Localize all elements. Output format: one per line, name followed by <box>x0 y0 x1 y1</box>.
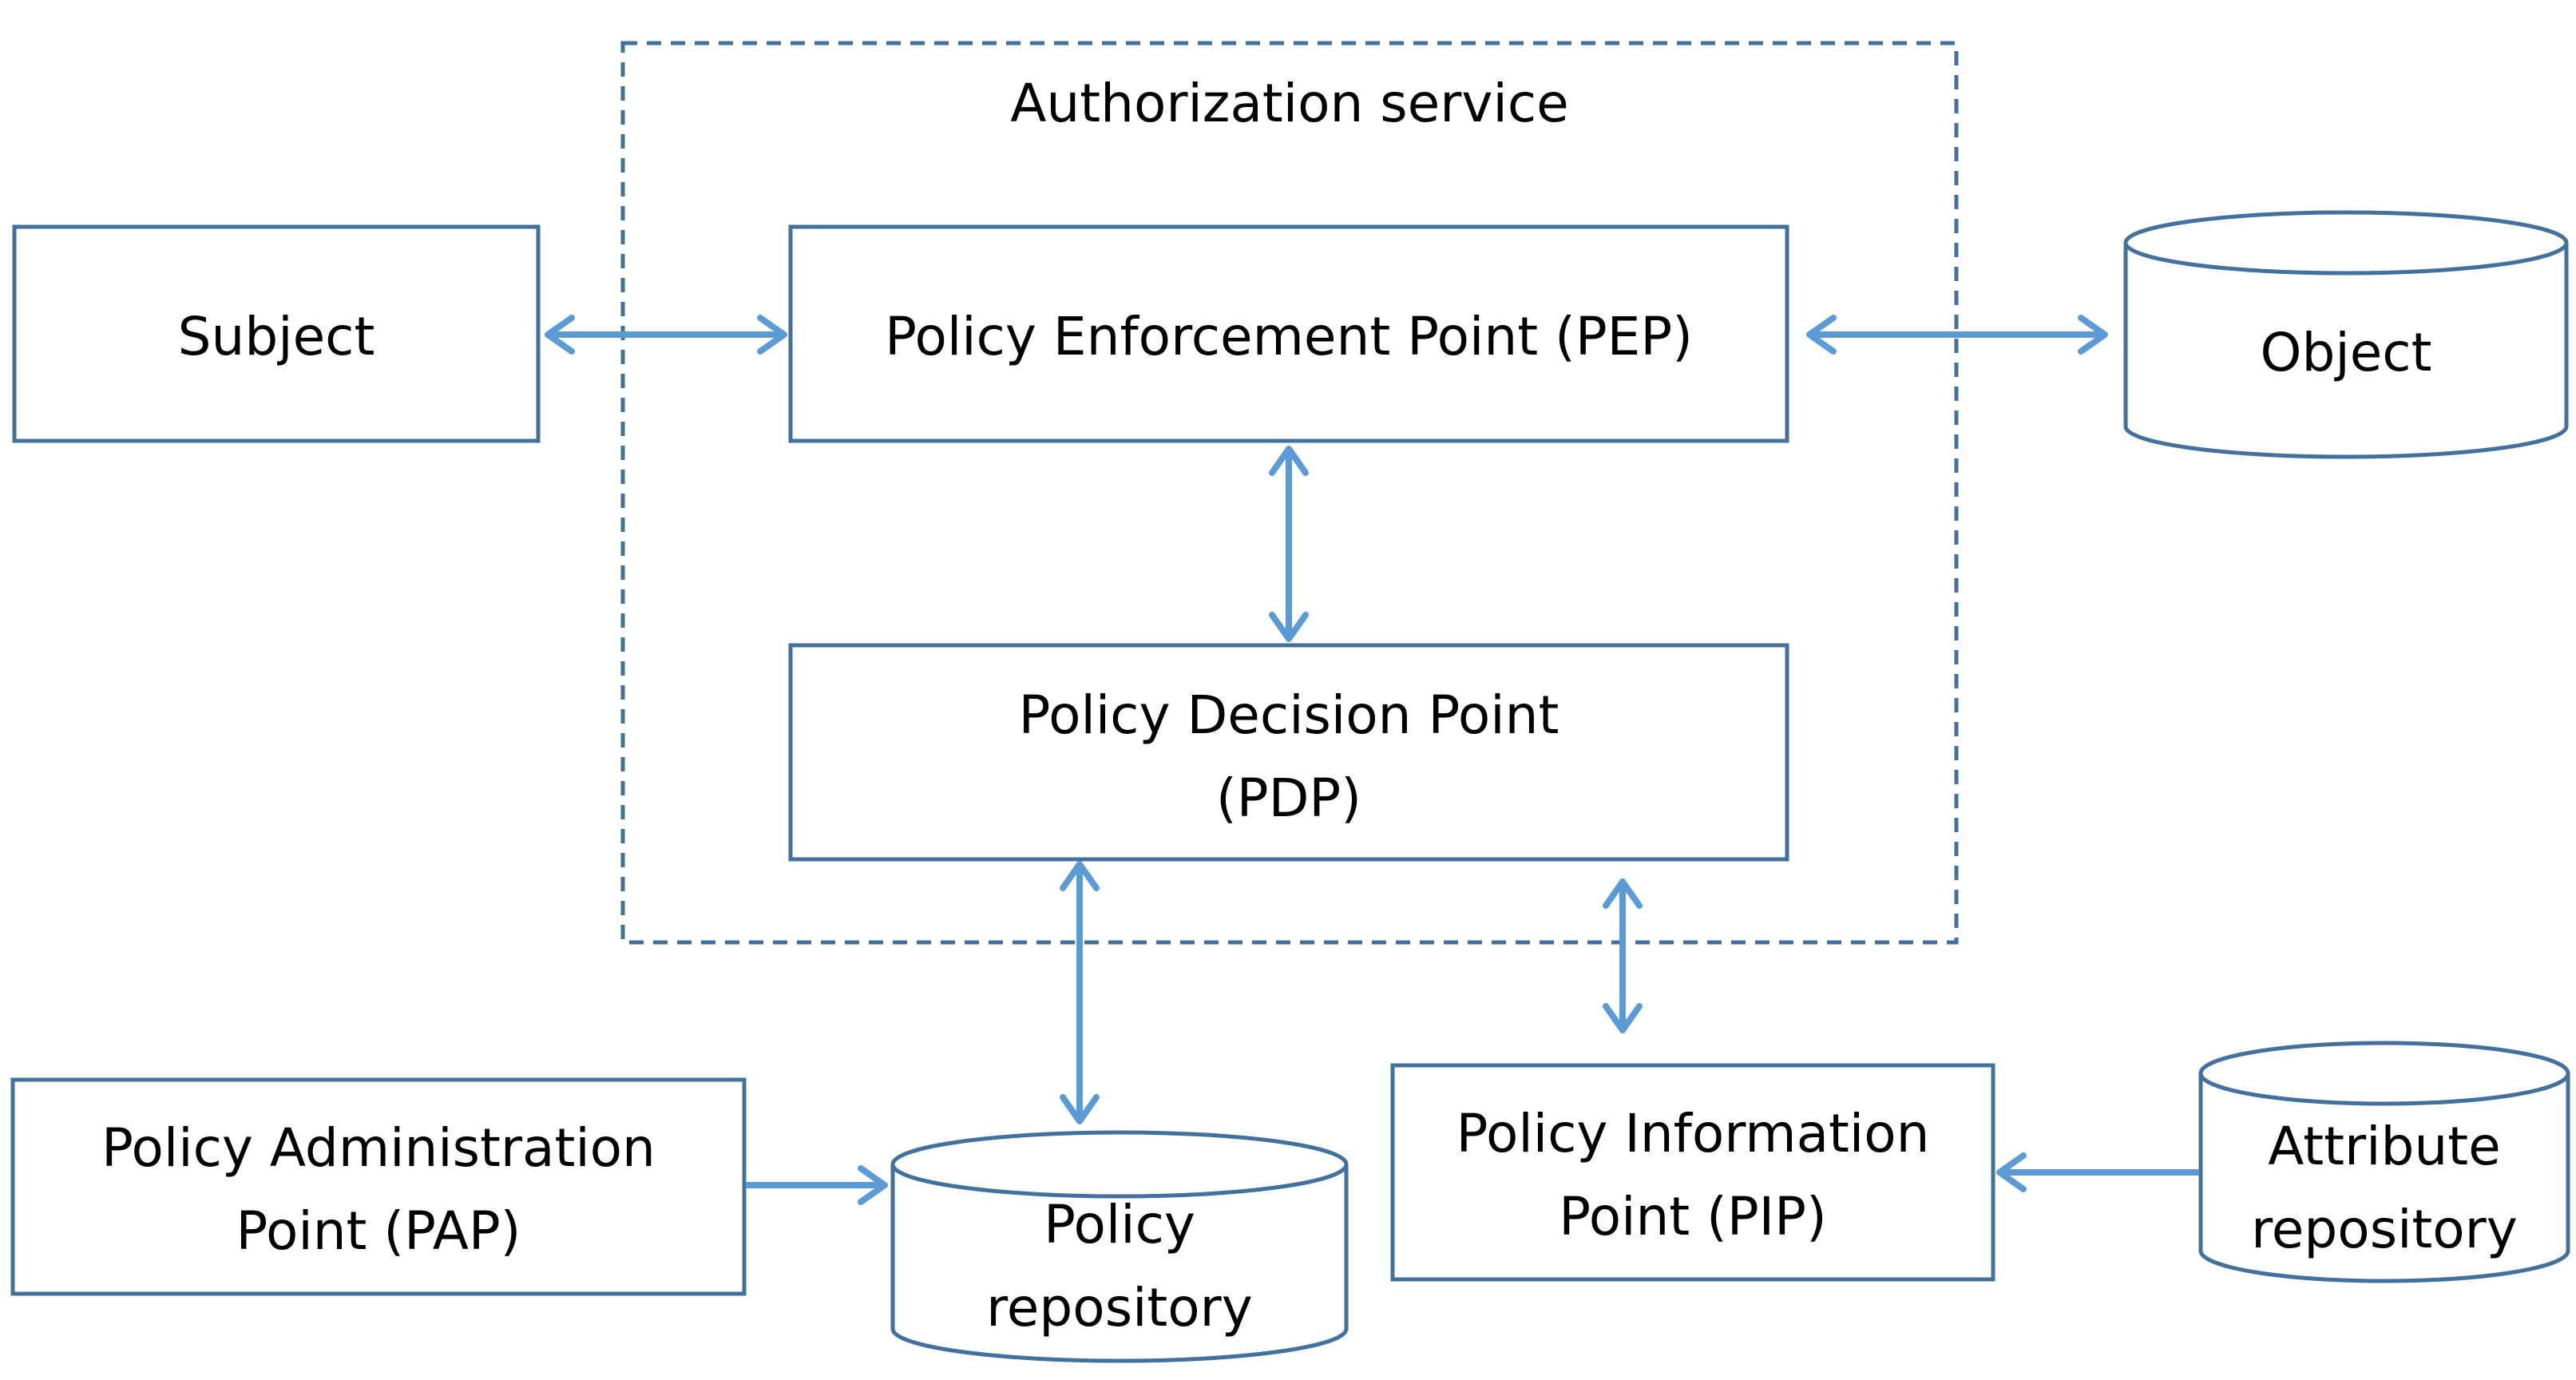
authorization-service-title: Authorization service <box>1010 73 1568 134</box>
pdp-node: Policy Decision Point (PDP) <box>788 643 1789 862</box>
pap-label-line2: Point (PAP) <box>236 1200 521 1262</box>
attribute-repository-pip-arrowhead <box>1996 1152 2027 1192</box>
pap-box <box>10 1077 747 1296</box>
pdp-box <box>788 643 1789 862</box>
pep-pdp-arrowhead-bottom <box>1269 612 1309 642</box>
pdp-policy-repository-arrowhead-top <box>1060 861 1100 891</box>
attribute-repository-pip-connector <box>1996 1152 2199 1192</box>
policy-repository-cylinder-top <box>890 1130 1349 1199</box>
pip-node: Policy Information Point (PIP) <box>1390 1063 1995 1282</box>
authorization-service-frame <box>620 41 1959 945</box>
pdp-policy-repository-connector <box>1060 861 1100 1124</box>
pip-box <box>1390 1063 1995 1282</box>
pip-label-line1: Policy Information <box>1456 1103 1930 1164</box>
object-cylinder-body <box>2123 243 2569 459</box>
pap-policy-repository-connector <box>746 1165 888 1205</box>
pip-label-line2: Point (PIP) <box>1559 1186 1826 1247</box>
pep-object-connector <box>1806 315 2108 355</box>
object-label: Object <box>2261 322 2432 383</box>
subject-node: Subject <box>12 224 541 443</box>
attribute-repository-label-line1: Attribute <box>2268 1116 2500 1177</box>
pdp-pip-arrowhead-bottom <box>1603 1003 1643 1033</box>
pep-box <box>788 224 1789 443</box>
object-node: Object <box>2123 210 2569 459</box>
policy-repository-label-line1: Policy <box>1044 1194 1195 1255</box>
pep-object-arrowhead-right <box>2078 315 2108 355</box>
subject-pep-arrowhead-right <box>757 315 787 355</box>
object-cylinder-top <box>2123 210 2569 276</box>
pdp-pip-arrowhead-top <box>1603 878 1643 909</box>
policy-repository-node: Policy repository <box>890 1130 1349 1363</box>
attribute-repository-cylinder-body <box>2198 1073 2570 1283</box>
pep-pdp-arrowhead-top <box>1269 446 1309 476</box>
pep-label: Policy Enforcement Point (PEP) <box>885 306 1693 367</box>
attribute-repository-label-line2: repository <box>2251 1199 2518 1260</box>
subject-pep-connector <box>545 315 787 355</box>
pap-policy-repository-arrowhead <box>858 1165 888 1205</box>
pdp-label-line1: Policy Decision Point <box>1019 684 1559 746</box>
pap-label-line1: Policy Administration <box>101 1117 656 1179</box>
pdp-pip-connector <box>1603 878 1643 1033</box>
subject-label: Subject <box>178 306 375 367</box>
policy-repository-label-line2: repository <box>986 1277 1253 1338</box>
pdp-label-line2: (PDP) <box>1216 767 1361 829</box>
attribute-repository-cylinder-top <box>2198 1041 2570 1106</box>
pep-node: Policy Enforcement Point (PEP) <box>788 224 1789 443</box>
attribute-repository-node: Attribute repository <box>2198 1041 2570 1283</box>
policy-repository-cylinder-body <box>890 1164 1349 1363</box>
pep-object-arrowhead-left <box>1806 315 1837 355</box>
pep-pdp-connector <box>1269 446 1309 642</box>
pdp-policy-repository-arrowhead-bottom <box>1060 1094 1100 1124</box>
subject-box <box>12 224 541 443</box>
authorization-service-container: Authorization service <box>620 41 1959 945</box>
subject-pep-arrowhead-left <box>545 315 575 355</box>
pap-node: Policy Administration Point (PAP) <box>10 1077 747 1296</box>
